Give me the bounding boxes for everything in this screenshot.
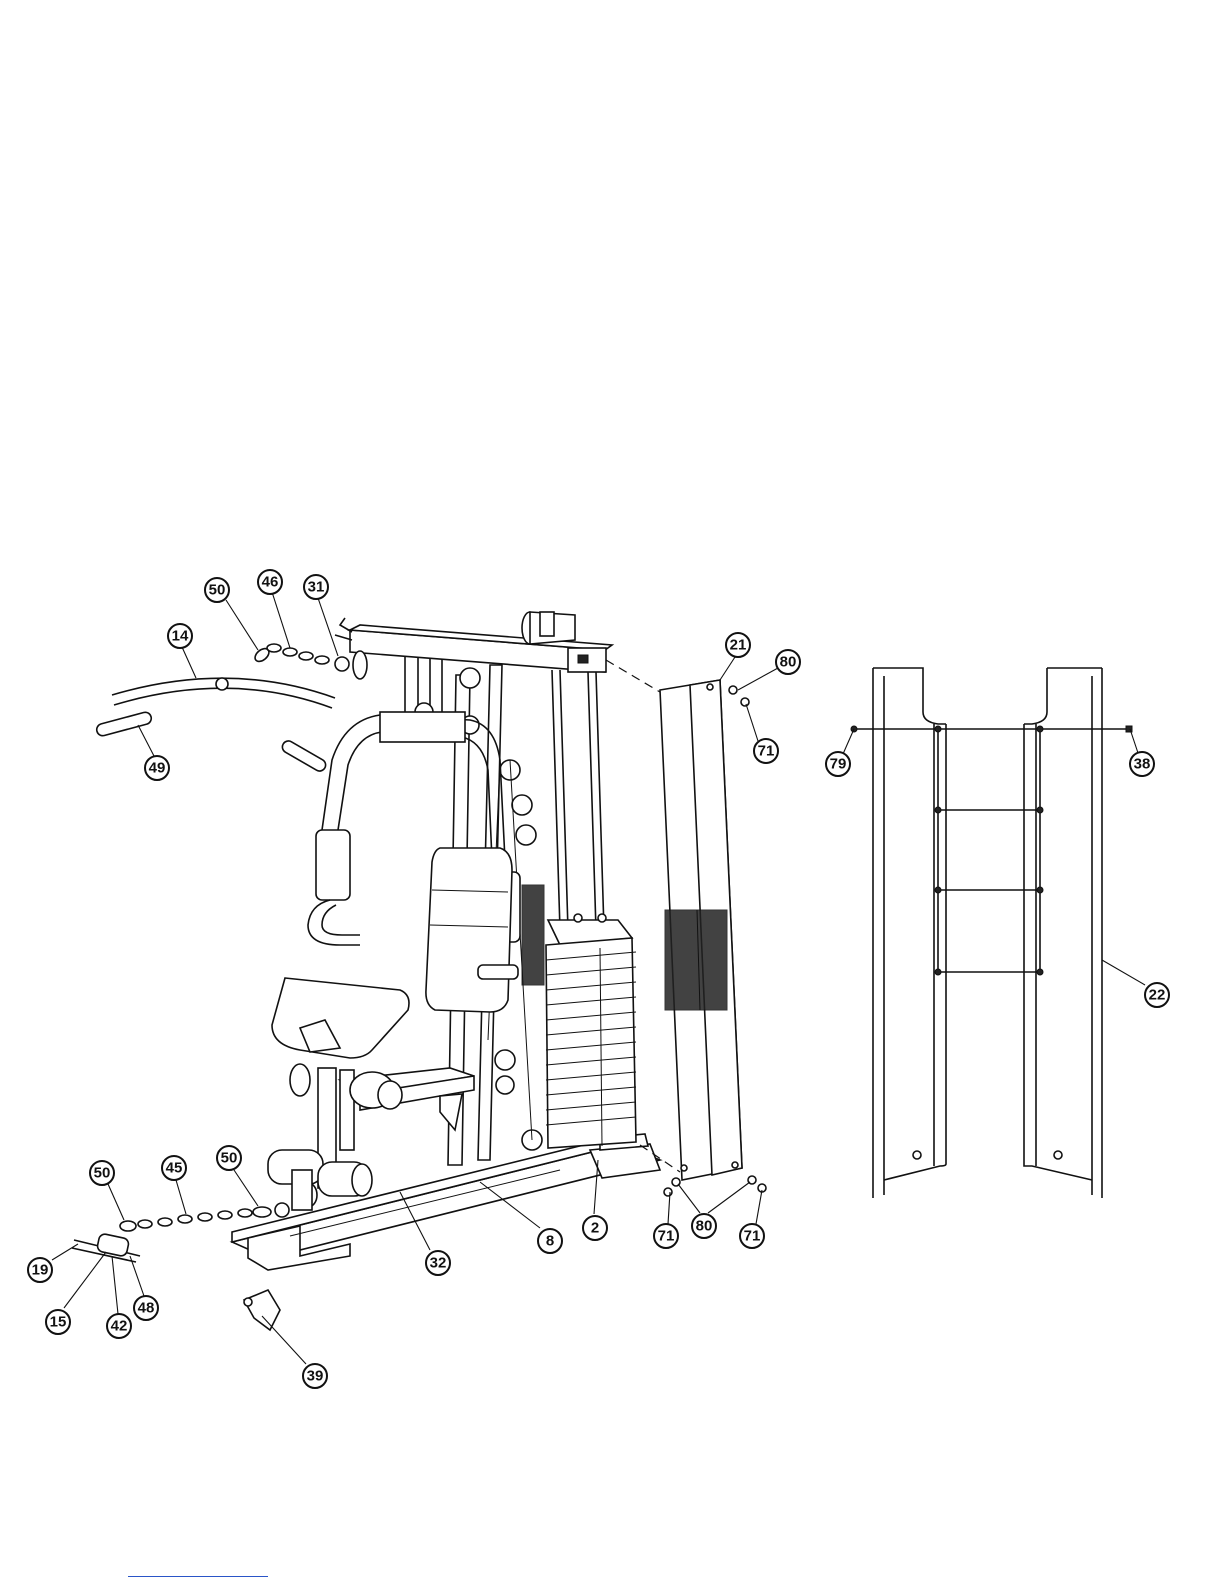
- callout-50-left: 50: [90, 1161, 114, 1185]
- svg-text:8: 8: [546, 1233, 554, 1250]
- lat-bar: [95, 678, 335, 773]
- side-shroud: [660, 680, 742, 1180]
- callout-79: 79: [826, 752, 850, 776]
- callout-38: 38: [1130, 752, 1154, 776]
- svg-text:49: 49: [149, 760, 166, 777]
- home-gym-assembly: [72, 612, 766, 1330]
- callout-71-bottom-left: 71: [654, 1224, 678, 1248]
- svg-text:50: 50: [94, 1165, 111, 1182]
- svg-text:46: 46: [262, 574, 279, 591]
- svg-text:38: 38: [1134, 756, 1151, 773]
- svg-text:42: 42: [111, 1318, 128, 1335]
- svg-text:14: 14: [172, 628, 189, 645]
- callout-15: 15: [46, 1310, 70, 1334]
- svg-text:80: 80: [696, 1218, 713, 1235]
- weight-stack: [522, 670, 636, 1148]
- svg-text:21: 21: [730, 637, 747, 654]
- short-bar: [72, 1233, 140, 1262]
- svg-text:50: 50: [221, 1150, 238, 1167]
- callout-48: 48: [134, 1296, 158, 1320]
- callout-2: 2: [583, 1216, 607, 1240]
- callout-32: 32: [426, 1251, 450, 1275]
- back-pad: [426, 848, 518, 1012]
- callout-80-top: 80: [776, 650, 800, 674]
- callout-50-upper: 50: [205, 578, 229, 602]
- svg-text:31: 31: [308, 579, 325, 596]
- svg-text:2: 2: [591, 1220, 599, 1237]
- callout-42: 42: [107, 1314, 131, 1338]
- end-cap: [244, 1290, 280, 1330]
- svg-text:48: 48: [138, 1300, 155, 1317]
- svg-text:45: 45: [166, 1160, 183, 1177]
- svg-text:22: 22: [1149, 987, 1166, 1004]
- callout-21: 21: [726, 633, 750, 657]
- callout-45: 45: [162, 1156, 186, 1180]
- callout-71-top: 71: [754, 739, 778, 763]
- svg-text:71: 71: [744, 1228, 761, 1245]
- svg-text:32: 32: [430, 1255, 447, 1272]
- svg-text:79: 79: [830, 756, 847, 773]
- svg-text:50: 50: [209, 582, 226, 599]
- callout-46: 46: [258, 570, 282, 594]
- callout-14: 14: [168, 624, 192, 648]
- shroud-detail-view: [851, 668, 1132, 1198]
- callout-80-bottom: 80: [692, 1214, 716, 1238]
- callout-39: 39: [303, 1364, 327, 1388]
- callout-71-bottom-right: 71: [740, 1224, 764, 1248]
- upper-chain: [253, 644, 349, 671]
- footer-link-underline[interactable]: [128, 1576, 268, 1577]
- svg-text:15: 15: [50, 1314, 67, 1331]
- svg-text:71: 71: [758, 743, 775, 760]
- svg-text:80: 80: [780, 654, 797, 671]
- callout-49: 49: [145, 756, 169, 780]
- callout-19: 19: [28, 1258, 52, 1282]
- callout-8: 8: [538, 1229, 562, 1253]
- callout-50-right: 50: [217, 1146, 241, 1170]
- svg-text:71: 71: [658, 1228, 675, 1245]
- callout-31: 31: [304, 575, 328, 599]
- svg-text:39: 39: [307, 1368, 324, 1385]
- svg-text:19: 19: [32, 1262, 49, 1279]
- callout-22: 22: [1145, 983, 1169, 1007]
